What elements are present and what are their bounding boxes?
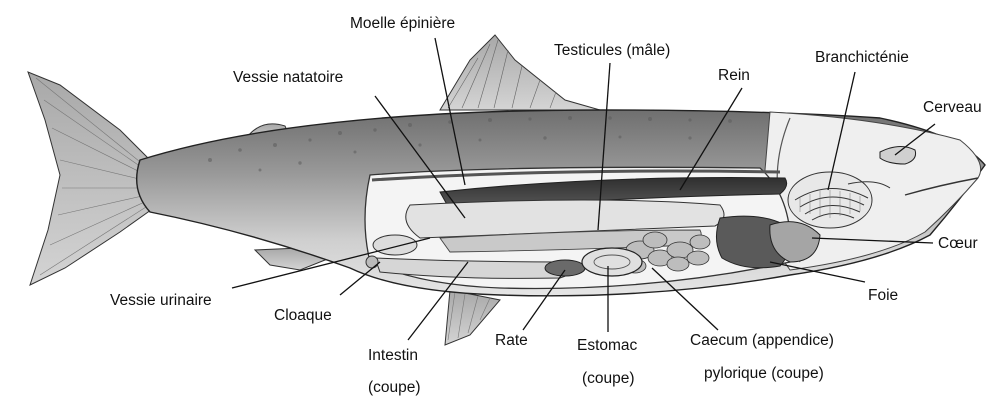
label-foie: Foie — [868, 287, 898, 304]
spleen — [545, 260, 585, 276]
pelvic-fin — [445, 290, 500, 345]
label-intestin: Intestin — [368, 347, 418, 364]
label-vessie-urinaire: Vessie urinaire — [110, 292, 212, 309]
cloaca — [366, 256, 378, 268]
label-caecum: Caecum (appendice) — [690, 332, 834, 349]
label-intestin-coupe: (coupe) — [368, 379, 421, 396]
label-estomac: Estomac — [577, 337, 638, 354]
label-vessie-natatoire: Vessie natatoire — [233, 69, 343, 86]
stomach — [582, 248, 642, 276]
label-cerveau: Cerveau — [923, 99, 982, 116]
label-testicules: Testicules (mâle) — [554, 42, 670, 59]
urinary-bladder — [373, 235, 417, 255]
label-estomac-coupe: (coupe) — [582, 370, 635, 387]
label-rate: Rate — [495, 332, 528, 349]
label-moelle-epiniere: Moelle épinière — [350, 15, 455, 32]
label-rein: Rein — [718, 67, 750, 84]
label-coeur: Cœur — [938, 235, 978, 252]
label-caecum-pylorique: pylorique (coupe) — [704, 365, 824, 382]
label-cloaque: Cloaque — [274, 307, 332, 324]
label-branchictenie: Branchicténie — [815, 49, 909, 66]
